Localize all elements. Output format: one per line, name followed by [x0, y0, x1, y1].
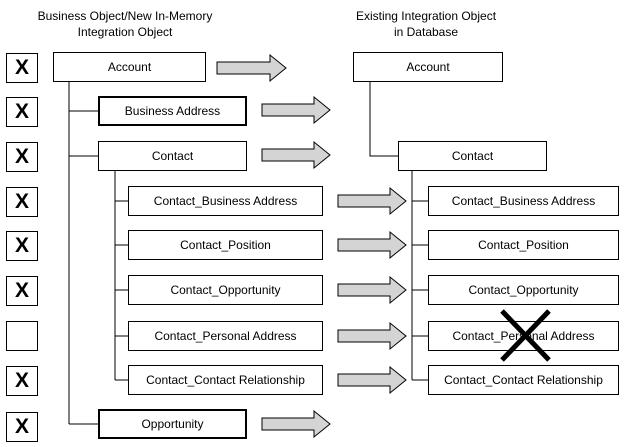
- arrow-contact: [261, 140, 331, 170]
- checkbox-contact[interactable]: X: [6, 142, 38, 172]
- left-node-contact-opportunity[interactable]: Contact_Opportunity: [128, 275, 323, 305]
- left-header-line1: Business Object/New In-Memory: [37, 9, 213, 23]
- checkbox-contact-opportunity[interactable]: X: [6, 276, 38, 306]
- right-header: Existing Integration Object in Database: [326, 8, 526, 40]
- arrow-account: [216, 53, 287, 83]
- left-node-account[interactable]: Account: [53, 52, 206, 82]
- right-node-contact-position[interactable]: Contact_Position: [428, 230, 619, 260]
- right-header-line2: in Database: [393, 25, 459, 39]
- left-node-business-address[interactable]: Business Address: [98, 96, 247, 126]
- right-node-contact[interactable]: Contact: [398, 141, 547, 171]
- arrow-contact-contact-relationship: [337, 365, 407, 395]
- checkbox-business-address[interactable]: X: [6, 97, 38, 127]
- left-header: Business Object/New In-Memory Integratio…: [0, 8, 250, 40]
- arrow-contact-business-address: [337, 186, 407, 216]
- left-node-contact-contact-relationship[interactable]: Contact_Contact Relationship: [128, 365, 323, 395]
- arrow-opportunity: [261, 409, 331, 439]
- checkbox-contact-contact-relationship[interactable]: X: [6, 366, 38, 396]
- arrow-contact-personal-address: [337, 321, 407, 351]
- mapping-arrows: [216, 53, 407, 439]
- right-header-line1: Existing Integration Object: [355, 9, 497, 23]
- arrow-contact-opportunity: [337, 275, 407, 305]
- left-node-contact-personal-address[interactable]: Contact_Personal Address: [128, 321, 323, 351]
- checkbox-account[interactable]: X: [6, 53, 38, 83]
- right-node-contact-opportunity[interactable]: Contact_Opportunity: [428, 275, 619, 305]
- right-tree-connectors: [369, 82, 428, 381]
- arrow-business-address: [261, 95, 331, 125]
- left-header-line2: Integration Object: [77, 25, 173, 39]
- checkbox-contact-business-address[interactable]: X: [6, 187, 38, 217]
- left-node-opportunity[interactable]: Opportunity: [98, 409, 247, 439]
- right-node-account[interactable]: Account: [353, 52, 503, 82]
- checkbox-contact-personal-address[interactable]: [6, 321, 38, 351]
- arrow-contact-position: [337, 230, 407, 260]
- left-node-contact[interactable]: Contact: [98, 141, 247, 171]
- left-tree-connectors: [68, 82, 128, 425]
- right-node-contact-business-address[interactable]: Contact_Business Address: [428, 186, 619, 216]
- left-node-contact-position[interactable]: Contact_Position: [128, 230, 323, 260]
- checkbox-contact-position[interactable]: X: [6, 231, 38, 261]
- checkbox-opportunity[interactable]: X: [6, 412, 38, 442]
- right-node-contact-contact-relationship[interactable]: Contact_Contact Relationship: [428, 365, 619, 395]
- left-node-contact-business-address[interactable]: Contact_Business Address: [128, 186, 323, 216]
